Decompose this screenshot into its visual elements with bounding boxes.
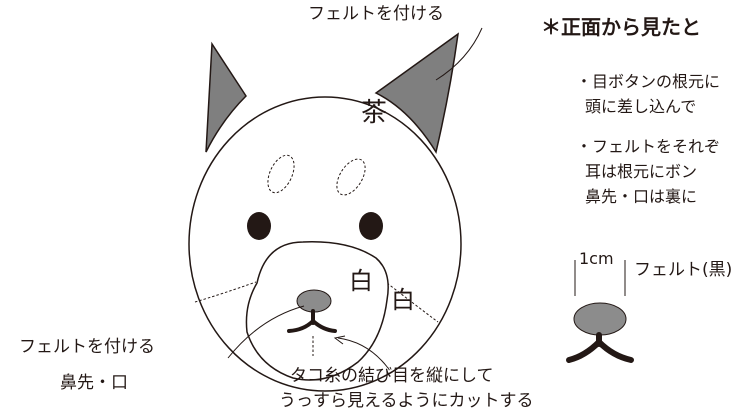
note-bullet1-line1: ・目ボタンの根元に — [576, 72, 721, 91]
felt-sample-mouth — [566, 332, 634, 363]
leader-ears — [435, 27, 483, 81]
left-eyebrow-patch — [267, 154, 295, 194]
left-cheek-dotted-line — [194, 281, 257, 303]
label-felt-ears: フェルトを付ける — [308, 4, 444, 24]
leader-knot-arrowhead — [333, 335, 346, 345]
note-bullet2-line3: 鼻先・口は裏に — [585, 187, 698, 206]
notes-heading: ＊正面から見たと — [541, 15, 701, 39]
left-ear — [205, 41, 247, 153]
mouth — [287, 309, 337, 333]
felt-sample-nose — [573, 302, 627, 336]
label-knot-line1: タコ糸の結び目を縦にして — [290, 366, 494, 386]
felt-sample-label: フェルト(黒) — [634, 260, 733, 280]
note-bullet1-line2: 頭に差し込んで — [585, 97, 697, 116]
label-tea: 茶 — [361, 98, 388, 128]
label-white-muzzle: 白 — [349, 267, 373, 295]
note-bullet2-line1: ・フェルトをそれぞ — [576, 137, 721, 156]
left-eye — [247, 212, 271, 240]
leader-knot — [337, 337, 389, 369]
label-white-cheek: 白 — [391, 286, 415, 314]
leader-nose — [227, 305, 305, 359]
label-nose-mouth: 鼻先・口 — [60, 373, 128, 393]
felt-sample-dimension: 1cm — [579, 249, 614, 268]
nose — [296, 289, 332, 313]
right-ear — [374, 32, 459, 154]
right-cheek-dotted-line — [386, 282, 439, 323]
label-felt-nose: フェルトを付ける — [19, 337, 155, 357]
right-eye — [359, 212, 383, 240]
note-bullet2-line2: 耳は根元にボン — [585, 162, 698, 181]
right-eyebrow-patch — [336, 158, 366, 196]
label-knot-line2: うっすら見えるようにカットする — [279, 391, 534, 411]
